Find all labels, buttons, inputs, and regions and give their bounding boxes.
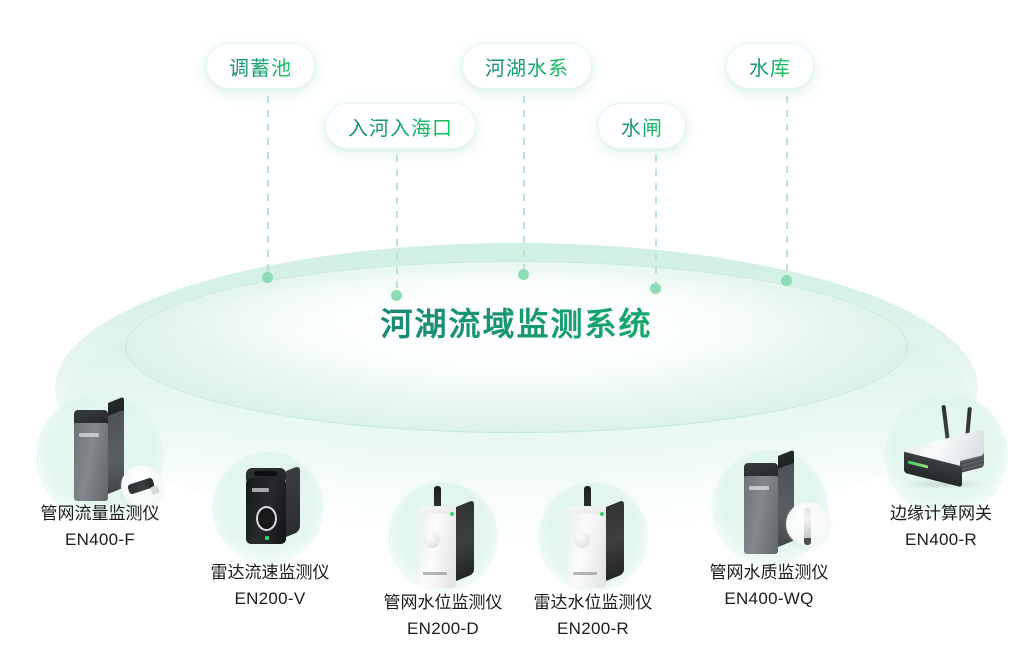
device-model: EN400-WQ (724, 589, 814, 609)
device-model: EN200-D (406, 619, 480, 639)
tower-probe-device-icon (734, 449, 800, 560)
device-model: EN200-V (234, 589, 306, 609)
device-model: EN400-F (64, 530, 136, 550)
connector-line-5 (786, 96, 788, 279)
scenario-pill-river-lake-system[interactable]: 河湖水系 (462, 43, 592, 89)
tower-device-icon (64, 396, 130, 507)
connector-dot-4 (650, 283, 661, 294)
system-platform (55, 243, 978, 533)
scenario-label: 水库 (749, 52, 791, 81)
scenario-label: 调蓄池 (229, 52, 292, 81)
scenario-pill-regulating-pond[interactable]: 调蓄池 (206, 43, 315, 89)
page-title: 河湖流域监测系统 (0, 299, 1033, 345)
gateway-router-icon (900, 404, 992, 499)
device-name: 雷达水位监测仪 (533, 593, 653, 612)
device-name: 管网水位监测仪 (383, 593, 503, 612)
connector-line-1 (267, 96, 269, 276)
water-quality-probe-tip (804, 538, 811, 545)
scenario-label: 入河入海口 (348, 112, 453, 141)
water-quality-probe-icon (804, 508, 811, 542)
radar-box-device-icon (238, 464, 304, 556)
device-caption-en200-v: 雷达流速监测仪 EN200-V (170, 560, 370, 613)
white-box-device-icon (412, 486, 478, 592)
device-name: 管网流量监测仪 (40, 504, 160, 523)
platform-rim (125, 261, 908, 433)
device-model: EN400-R (904, 530, 978, 550)
connector-line-4 (655, 155, 657, 288)
device-name: 雷达流速监测仪 (210, 563, 330, 582)
scenario-pill-sluice-gate[interactable]: 水闸 (598, 103, 686, 149)
platform-sheen (175, 273, 858, 393)
scenario-label: 河湖水系 (485, 52, 569, 81)
device-model: EN200-R (556, 619, 630, 639)
scenario-label: 水闸 (621, 112, 663, 141)
device-name: 管网水质监测仪 (709, 563, 829, 582)
connector-dot-3 (518, 269, 529, 280)
scenario-pill-river-sea-outlet[interactable]: 入河入海口 (325, 103, 476, 149)
connector-dot-1 (262, 272, 273, 283)
device-caption-en400-f: 管网流量监测仪 EN400-F (0, 501, 200, 554)
connector-line-3 (523, 96, 525, 273)
device-name: 边缘计算网关 (890, 504, 992, 523)
device-caption-en200-d: 管网水位监测仪 EN200-D (343, 590, 543, 643)
white-box-device-icon (562, 486, 628, 592)
device-caption-en400-r: 边缘计算网关 EN400-R (846, 501, 1033, 554)
device-caption-en200-r: 雷达水位监测仪 EN200-R (493, 590, 693, 643)
device-caption-en400-wq: 管网水质监测仪 EN400-WQ (669, 560, 869, 613)
connector-dot-2 (391, 290, 402, 301)
connector-dot-5 (781, 275, 792, 286)
scenario-pill-reservoir[interactable]: 水库 (726, 43, 814, 89)
connector-line-2 (396, 155, 398, 295)
